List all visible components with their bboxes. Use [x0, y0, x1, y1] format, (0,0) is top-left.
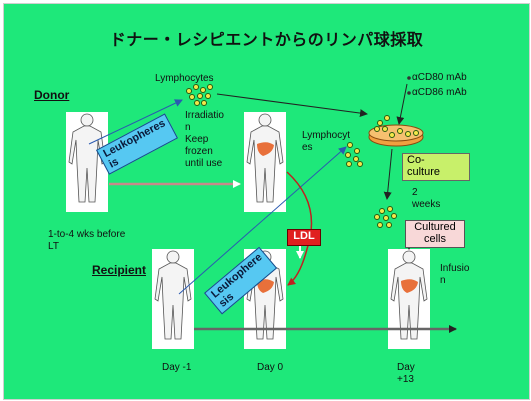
- day-13-label: Day +13: [397, 362, 415, 386]
- cultured-cells-cluster: [375, 207, 397, 228]
- culture-arrow: [387, 149, 392, 199]
- before-lt-label: 1-to-4 wks before LT: [48, 229, 125, 253]
- slide: ドナー・レシピエントからのリンパ球採取: [3, 3, 530, 400]
- donor-label: Donor: [34, 89, 69, 101]
- lymphocytes-right-label: Lymphocyt es: [302, 130, 350, 154]
- mab-arrow: [399, 84, 407, 124]
- irradiation-label: Irradiatio n Keep frozen until use: [185, 110, 224, 170]
- cd80-label: αCD80 mAb: [412, 72, 467, 84]
- recipient-label: Recipient: [92, 264, 146, 276]
- two-weeks-label: 2 weeks: [412, 187, 440, 211]
- infusion-label: Infusio n: [440, 263, 469, 287]
- lymphocytes-to-dish-arrow: [217, 94, 367, 114]
- cd86-label: αCD86 mAb: [412, 87, 467, 99]
- lymphocyte-cluster-top: [187, 85, 213, 106]
- ldl-box: LDL: [287, 229, 321, 246]
- co-culture-box: Co- culture: [402, 153, 470, 181]
- day-minus1-label: Day -1: [162, 362, 191, 374]
- mab-markers: [407, 76, 411, 95]
- lymphocytes-label: Lymphocytes: [155, 73, 214, 85]
- day-0-label: Day 0: [257, 362, 283, 374]
- diagram-canvas: [4, 4, 529, 399]
- cultured-cells-box: Cultured cells: [405, 220, 465, 248]
